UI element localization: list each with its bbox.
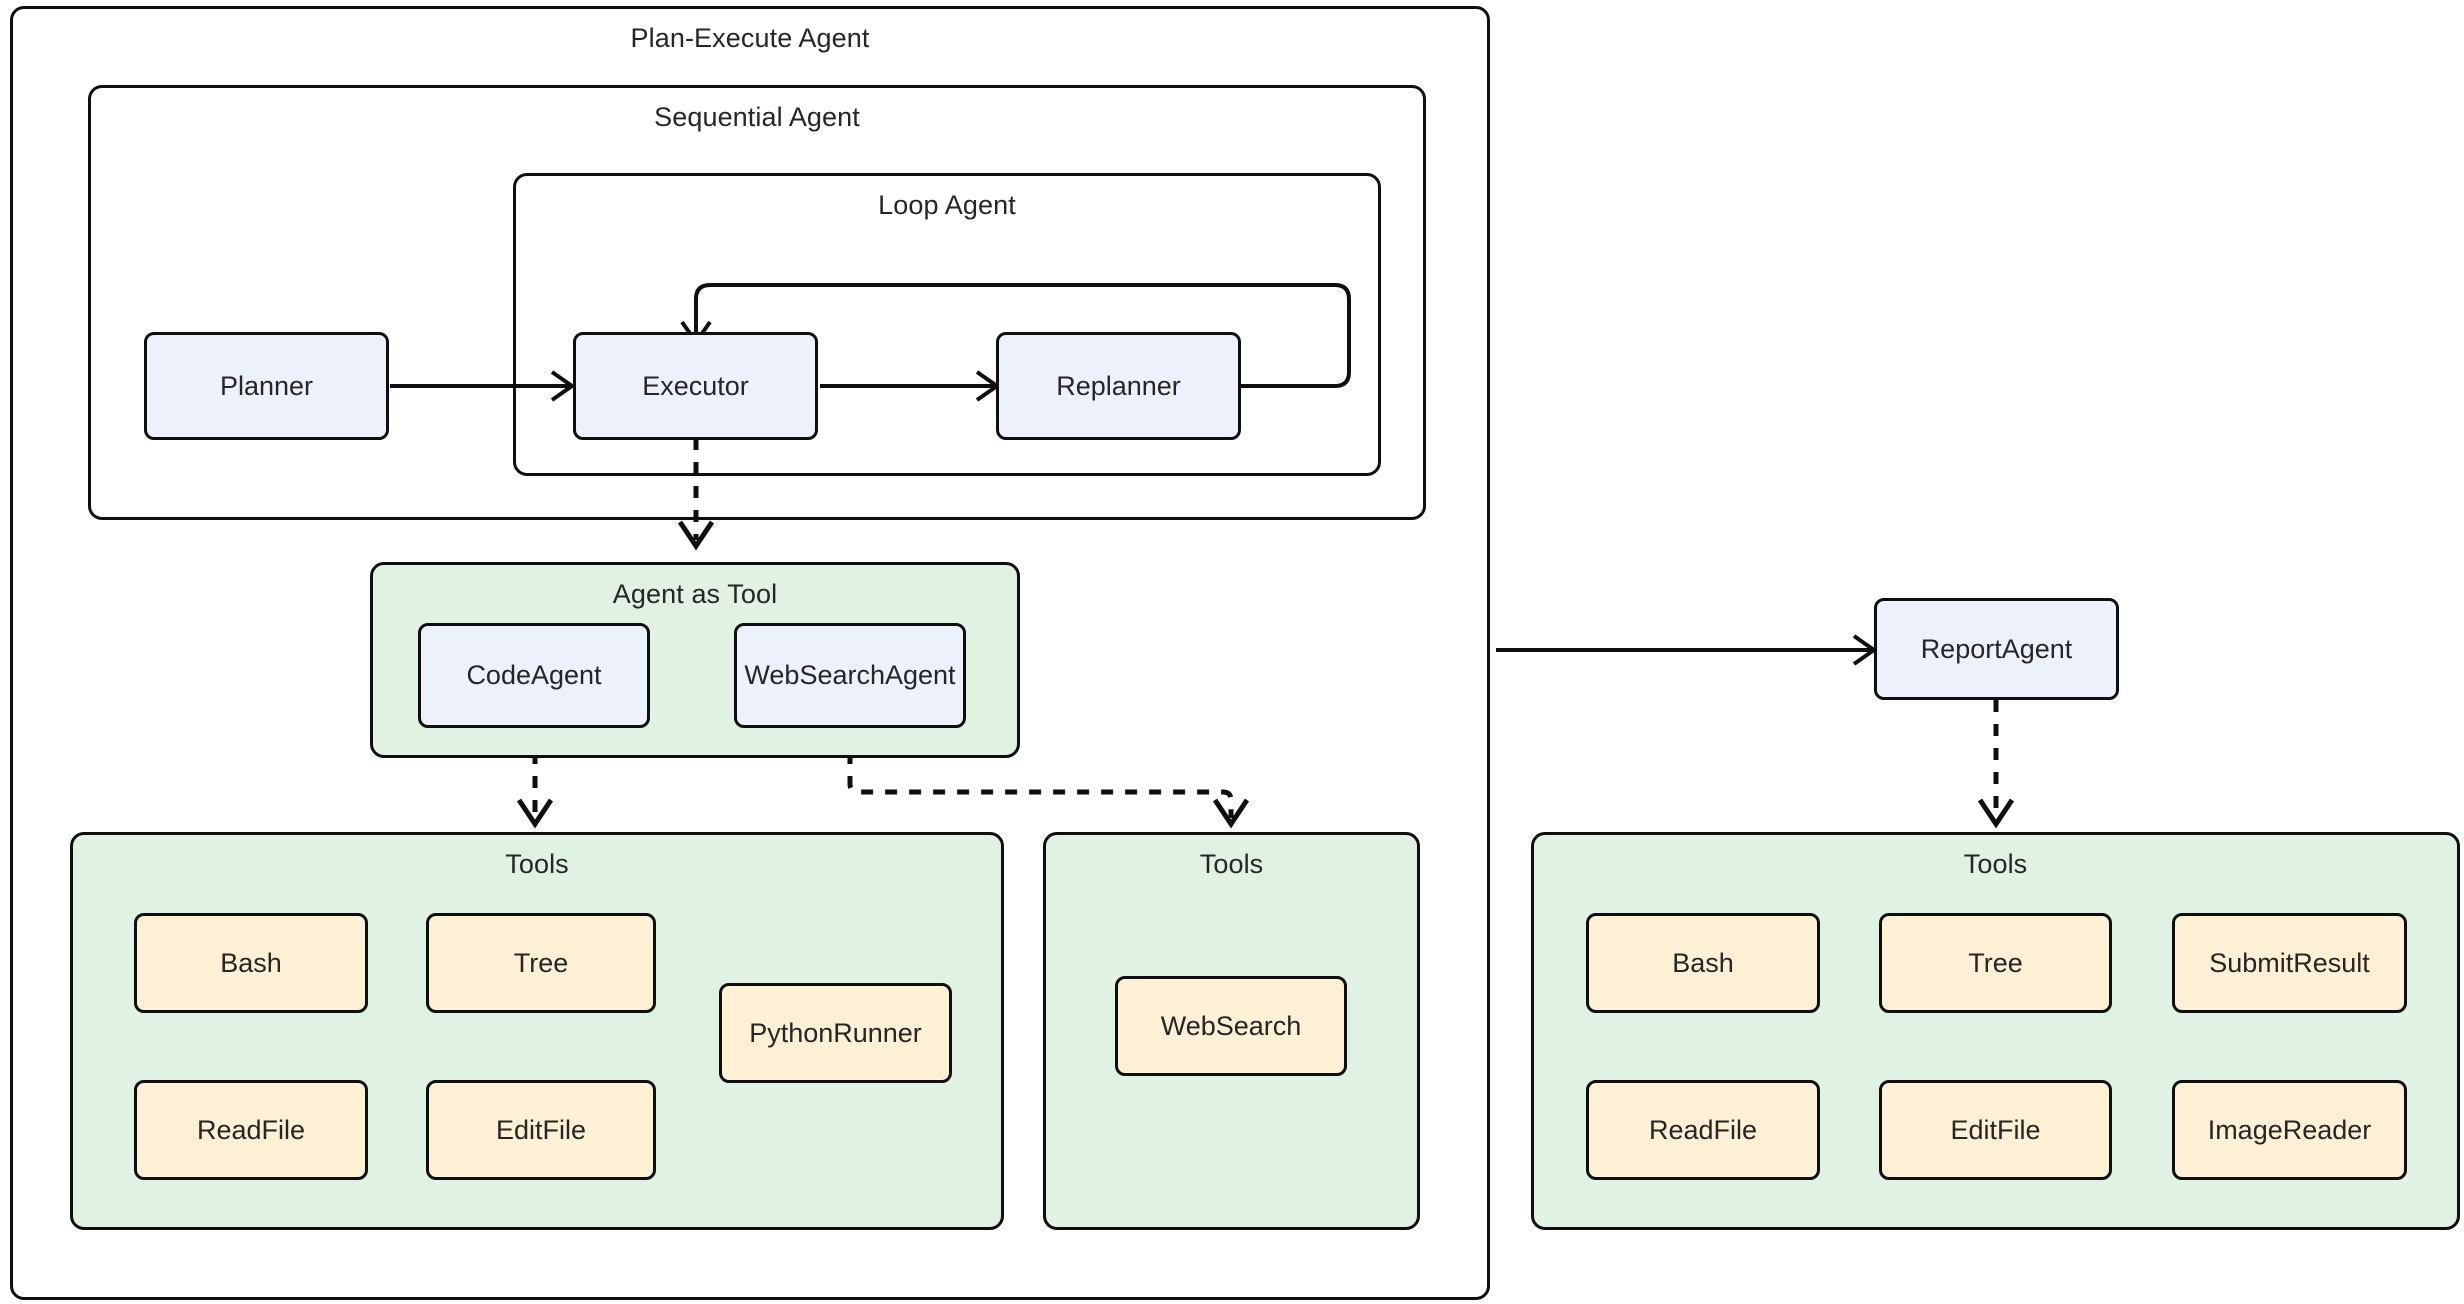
edge-planexecute-to-reportagent <box>1496 634 1878 666</box>
node-planner[interactable]: Planner <box>144 332 389 440</box>
tool-label: ImageReader <box>2207 1114 2372 1145</box>
node-label-web-search-agent: WebSearchAgent <box>744 660 956 690</box>
group-title-agent-as-tool: Agent as Tool <box>612 579 778 609</box>
tool-label: EditFile <box>495 1114 587 1145</box>
group-title-loop-agent: Loop Agent <box>878 190 1016 220</box>
tool-label: ReadFile <box>1648 1114 1758 1145</box>
group-plan-execute-agent: Plan-Execute Agent <box>10 6 1490 1300</box>
group-title-tools-code-agent: Tools <box>505 849 569 879</box>
tool-box-submitresult-report[interactable]: SubmitResult <box>2172 913 2407 1013</box>
tool-label: Tree <box>513 947 569 978</box>
node-label-planner: Planner <box>219 370 314 401</box>
node-code-agent[interactable]: CodeAgent <box>418 623 650 728</box>
tool-box-bash-code[interactable]: Bash <box>134 913 368 1013</box>
node-label-code-agent: CodeAgent <box>466 660 602 690</box>
tool-label: Tree <box>1968 947 2023 978</box>
tool-label: Bash <box>220 947 282 978</box>
tool-box-websearch[interactable]: WebSearch <box>1115 976 1347 1076</box>
tool-box-bash-report[interactable]: Bash <box>1586 913 1820 1013</box>
node-replanner[interactable]: Replanner <box>996 332 1241 440</box>
tool-box-readfile-code[interactable]: ReadFile <box>134 1080 368 1180</box>
tool-label: SubmitResult <box>2209 947 2370 978</box>
group-sequential-agent: Sequential Agent <box>88 85 1426 520</box>
node-label-replanner: Replanner <box>1056 370 1181 401</box>
tool-label: ReadFile <box>196 1114 306 1145</box>
tool-box-imagereader-report[interactable]: ImageReader <box>2172 1080 2407 1180</box>
node-label-executor: Executor <box>642 370 749 401</box>
group-title-plan-execute-agent: Plan-Execute Agent <box>630 23 870 53</box>
tool-box-readfile-report[interactable]: ReadFile <box>1586 1080 1820 1180</box>
tool-box-editfile-code[interactable]: EditFile <box>426 1080 656 1180</box>
tool-box-pythonrunner-code[interactable]: PythonRunner <box>719 983 952 1083</box>
group-title-tools-report-agent: Tools <box>1963 849 2028 879</box>
group-loop-agent: Loop Agent <box>513 173 1381 476</box>
tool-box-editfile-report[interactable]: EditFile <box>1879 1080 2112 1180</box>
group-title-tools-web-search-agent: Tools <box>1199 849 1264 879</box>
tool-label: EditFile <box>1950 1114 2041 1145</box>
tool-box-tree-report[interactable]: Tree <box>1879 913 2112 1013</box>
node-executor[interactable]: Executor <box>573 332 818 440</box>
edge-reportagent-to-tools <box>1977 700 2015 829</box>
node-label-report-agent: ReportAgent <box>1920 633 2073 664</box>
tool-box-tree-code[interactable]: Tree <box>426 913 656 1013</box>
tool-label: Bash <box>1672 947 1734 978</box>
node-report-agent[interactable]: ReportAgent <box>1874 598 2119 700</box>
tool-label: WebSearch <box>1160 1010 1302 1041</box>
group-title-sequential-agent: Sequential Agent <box>654 102 860 132</box>
node-web-search-agent[interactable]: WebSearchAgent <box>734 623 966 728</box>
tool-label: PythonRunner <box>749 1017 922 1048</box>
